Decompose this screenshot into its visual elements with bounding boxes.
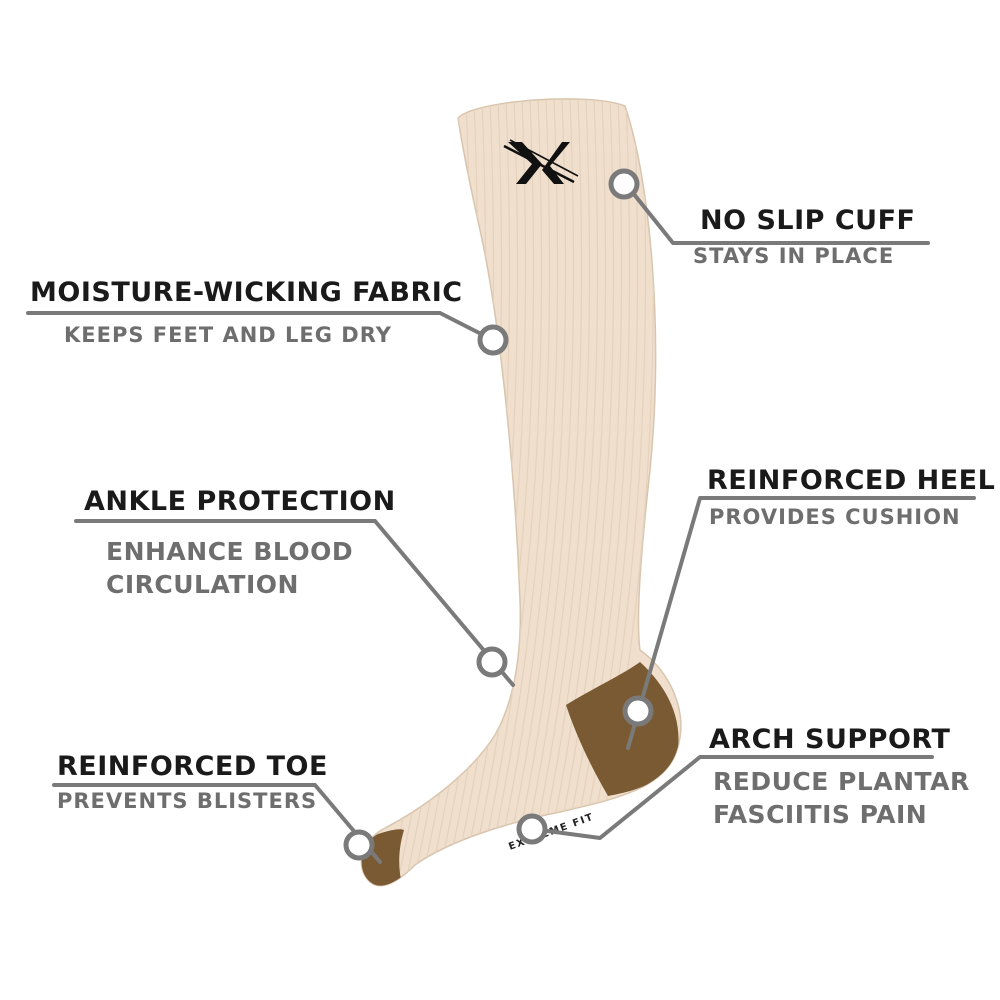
knit-rib-line [485,99,551,881]
knit-rib-line [413,99,479,881]
callout-marker-ankle-protection [476,646,508,678]
knit-rib-line [397,99,463,881]
callout-marker-reinforced-toe [343,829,375,861]
callout-marker-reinforced-heel [622,695,654,727]
leader-line-arch-support [538,755,934,840]
callout-marker-moisture-wicking [477,324,509,356]
reinforced-toe-title: REINFORCED TOE [57,751,328,782]
leader-line-ankle-protection [74,519,515,687]
x-brand-logo-icon [503,139,579,184]
leader-line-no-slip-cuff [623,181,930,245]
knit-rib-line [557,99,623,881]
knit-rib-line [461,99,527,881]
knit-rib-line [549,99,615,881]
knit-rib-line [541,99,607,881]
callout-marker-no-slip-cuff [608,168,640,200]
callout-marker-arch-support [516,813,548,845]
arch-support-title: ARCH SUPPORT [709,724,951,755]
reinforced-heel-subtitle: PROVIDES CUSHION [709,505,961,529]
ankle-protection-subtitle-line-1: ENHANCE BLOOD [106,537,354,566]
ankle-protection-subtitle: ENHANCE BLOOD CIRCULATION [106,535,353,601]
arch-support-subtitle-line-2: FASCIITIS PAIN [713,800,928,829]
leader-line-moisture-wicking [26,311,495,342]
reinforced-toe-subtitle: PREVENTS BLISTERS [57,789,318,813]
moisture-wicking-subtitle: KEEPS FEET AND LEG DRY [64,323,392,347]
moisture-wicking-title: MOISTURE-WICKING FABRIC [30,277,463,308]
knit-rib-line [501,99,567,881]
arch-support-subtitle-line-1: REDUCE PLANTAR [713,767,970,796]
knit-rib-line [509,99,575,881]
reinforced-heel-title: REINFORCED HEEL [707,465,996,496]
knit-rib-line [469,99,535,881]
knit-rib-line [405,99,471,881]
knit-rib-line [389,99,455,881]
sock-knit-texture [389,99,655,881]
no-slip-cuff-title: NO SLIP CUFF [700,205,916,236]
reinforced-heel-patch [566,662,679,796]
arch-support-subtitle: REDUCE PLANTAR FASCIITIS PAIN [713,765,970,831]
ankle-protection-title: ANKLE PROTECTION [84,486,396,517]
knit-rib-line [517,99,583,881]
no-slip-cuff-subtitle: STAYS IN PLACE [693,244,895,268]
leader-line-reinforced-heel [626,496,976,750]
knit-rib-line [477,99,543,881]
ankle-protection-subtitle-line-2: CIRCULATION [106,570,299,599]
knit-rib-line [493,99,559,881]
knit-rib-line [525,99,591,881]
knit-rib-line [533,99,599,881]
